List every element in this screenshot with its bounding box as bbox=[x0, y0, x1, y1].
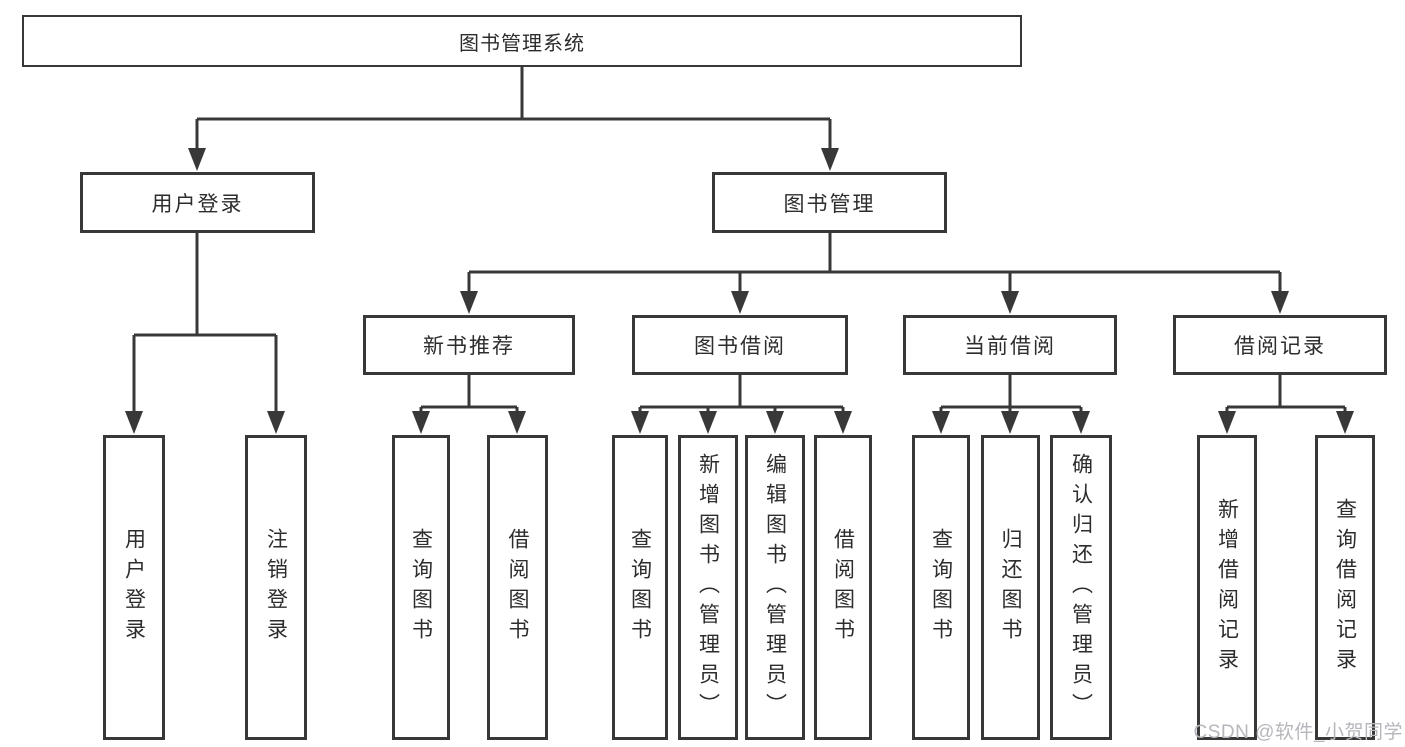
leaf-borrow-books-borrowing: 借阅图书 bbox=[814, 435, 872, 740]
leaf-logout: 注销登录 bbox=[245, 435, 307, 740]
node-current-borrowing: 当前借阅 bbox=[903, 315, 1117, 375]
leaf-query-borrow-record: 查询借阅记录 bbox=[1315, 435, 1375, 740]
leaf-query-books-current-label: 查询图书 bbox=[929, 527, 953, 648]
leaf-return-books-label: 归还图书 bbox=[999, 527, 1022, 648]
node-borrowing-records: 借阅记录 bbox=[1173, 315, 1387, 375]
leaf-query-books-current: 查询图书 bbox=[912, 435, 970, 740]
leaf-user-login-label: 用户登录 bbox=[122, 527, 146, 648]
node-book-management-label: 图书管理 bbox=[783, 192, 876, 216]
leaf-return-books: 归还图书 bbox=[981, 435, 1040, 740]
node-current-borrowing-label: 当前借阅 bbox=[964, 335, 1056, 358]
leaf-logout-label: 注销登录 bbox=[264, 527, 288, 648]
leaf-borrow-books-borrowing-label: 借阅图书 bbox=[831, 527, 855, 648]
leaf-query-books-borrowing: 查询图书 bbox=[612, 435, 668, 740]
leaf-user-login: 用户登录 bbox=[103, 435, 165, 740]
leaf-query-books-recommend-label: 查询图书 bbox=[409, 527, 433, 648]
leaf-edit-book-admin: 编辑图书（管理员） bbox=[745, 435, 805, 740]
arrowheads bbox=[125, 148, 1354, 434]
node-book-borrowing-label: 图书借阅 bbox=[694, 335, 786, 358]
csdn-watermark: CSDN @软件_小贺同学 bbox=[1193, 722, 1403, 743]
leaf-query-books-borrowing-label: 查询图书 bbox=[628, 527, 652, 648]
node-library-system: 图书管理系统 bbox=[22, 15, 1022, 67]
node-new-book-recommend-label: 新书推荐 bbox=[423, 335, 515, 358]
leaf-confirm-return-admin-label: 确认归还（管理员） bbox=[1069, 452, 1093, 723]
leaf-query-borrow-record-label: 查询借阅记录 bbox=[1333, 497, 1357, 678]
leaf-add-book-admin: 新增图书（管理员） bbox=[678, 435, 738, 740]
leaf-confirm-return-admin: 确认归还（管理员） bbox=[1050, 435, 1112, 740]
node-user-login-label: 用户登录 bbox=[151, 192, 244, 216]
node-book-borrowing: 图书借阅 bbox=[632, 315, 848, 375]
leaf-add-book-admin-label: 新增图书（管理员） bbox=[696, 452, 720, 723]
node-user-login: 用户登录 bbox=[80, 172, 315, 233]
node-library-system-label: 图书管理系统 bbox=[459, 32, 585, 55]
leaf-borrow-books-recommend-label: 借阅图书 bbox=[506, 527, 529, 648]
node-book-management: 图书管理 bbox=[712, 172, 947, 233]
node-new-book-recommend: 新书推荐 bbox=[363, 315, 575, 375]
leaf-edit-book-admin-label: 编辑图书（管理员） bbox=[763, 452, 787, 723]
leaf-borrow-books-recommend: 借阅图书 bbox=[487, 435, 548, 740]
leaf-add-borrow-record-label: 新增借阅记录 bbox=[1215, 497, 1239, 678]
leaf-add-borrow-record: 新增借阅记录 bbox=[1197, 435, 1257, 740]
leaf-query-books-recommend: 查询图书 bbox=[392, 435, 450, 740]
node-borrowing-records-label: 借阅记录 bbox=[1234, 335, 1326, 358]
